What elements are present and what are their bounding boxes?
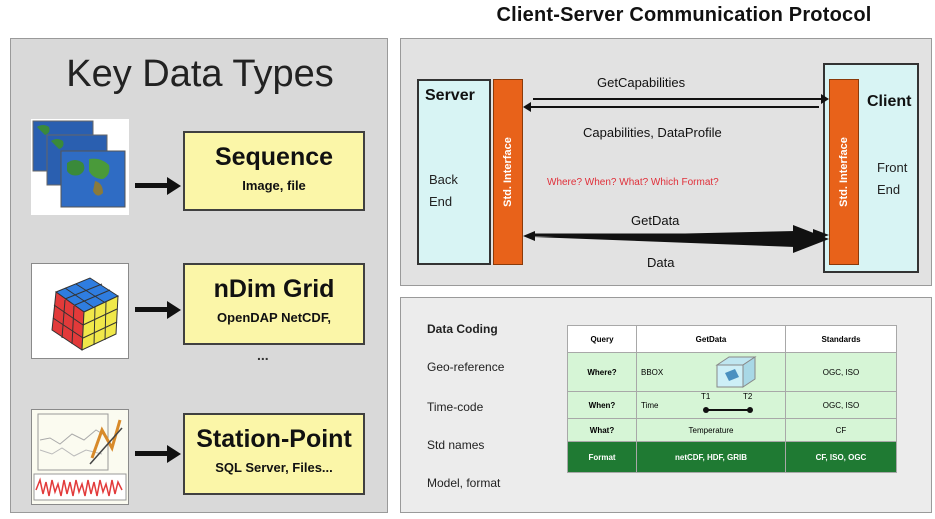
column-header: Query	[567, 325, 637, 353]
data-type-name: Station-Point	[196, 425, 352, 453]
get-data-label: GetData	[631, 213, 680, 228]
table-cell-text: BBOX	[641, 367, 664, 377]
server-box: Server Back End	[417, 79, 491, 265]
arrow-head-icon	[167, 301, 181, 319]
time-mark: T2	[743, 392, 753, 401]
table-cell: OGC, ISO	[785, 352, 897, 392]
table-cell: netCDF, HDF, GRIB	[636, 441, 786, 473]
table-cell: Temperature	[636, 418, 786, 442]
arrow	[135, 451, 169, 456]
table-cell: When?	[567, 391, 637, 419]
interface-label: Std. Interface	[502, 137, 514, 207]
row-label: Model, format	[427, 476, 501, 490]
ellipsis-text: ...	[257, 347, 269, 363]
row-label: Std names	[427, 438, 485, 452]
query-questions: Where? When? What? Which Format?	[547, 177, 719, 188]
row-label: Time-code	[427, 400, 484, 414]
table-cell: CF	[785, 418, 897, 442]
data-type-sub: OpenDAP NetCDF,	[217, 310, 331, 325]
plot-icon	[31, 409, 129, 505]
server-label: Server	[425, 87, 475, 104]
arrow-head-icon	[167, 177, 181, 195]
table-cell: CF, ISO, OGC	[785, 441, 897, 473]
ndim-grid-box: nDim Grid OpenDAP NetCDF,	[183, 263, 365, 345]
server-sub-label: Back End	[429, 172, 458, 209]
data-coding-panel: Data Coding Geo-reference Time-code Std …	[400, 297, 932, 513]
table-cell: OGC, ISO	[785, 391, 897, 419]
table-cell: Where?	[567, 352, 637, 392]
client-interface-front: Std. Interface	[829, 79, 859, 265]
arrow	[135, 307, 169, 312]
client-label: Client	[867, 93, 912, 110]
get-capabilities-label: GetCapabilities	[597, 75, 686, 90]
arrow-head-icon	[167, 445, 181, 463]
client-sub-label: Front End	[877, 160, 908, 197]
interface-label: Std. Interface	[838, 137, 850, 207]
server-interface: Std. Interface	[493, 79, 523, 265]
column-header: GetData	[636, 325, 786, 353]
panel-title: Key Data Types	[66, 53, 334, 95]
data-type-sub: Image, file	[242, 178, 306, 193]
data-type-name: Sequence	[214, 143, 334, 171]
table-row: Format netCDF, HDF, GRIB CF, ISO, OGC	[567, 441, 897, 473]
cube-icon	[31, 263, 129, 359]
data-label: Data	[647, 255, 675, 270]
column-header: Standards	[785, 325, 897, 353]
table-cell: Format	[567, 441, 637, 473]
coding-table: Query GetData Standards Where? BBOX OGC,…	[567, 325, 897, 473]
table-row: What? Temperature CF	[567, 418, 897, 442]
protocol-panel: Server Back End Std. Interface Std. Inte…	[400, 38, 932, 286]
data-type-sub: SQL Server, Files...	[215, 460, 333, 475]
map-stack-icon	[31, 119, 129, 215]
protocol-title: Client-Server Communication Protocol	[496, 4, 872, 26]
table-cell: BBOX	[636, 352, 786, 392]
row-label: Geo-reference	[427, 360, 505, 374]
table-cell: Time T1 T2	[636, 391, 786, 419]
data-type-name: nDim Grid	[213, 275, 335, 303]
capabilities-label: Capabilities, DataProfile	[583, 125, 722, 140]
bbox-cube-icon	[715, 356, 757, 388]
table-header-row: Query GetData Standards	[567, 325, 897, 353]
station-point-box: Station-Point SQL Server, Files...	[183, 413, 365, 495]
table-cell-text: Time	[641, 400, 659, 410]
message-arrows	[523, 94, 829, 253]
row-label: Data Coding	[427, 322, 498, 336]
table-cell: What?	[567, 418, 637, 442]
time-mark: T1	[701, 392, 711, 401]
table-row: When? Time T1 T2 OGC, ISO	[567, 391, 897, 419]
time-range-icon	[703, 407, 753, 413]
table-row: Where? BBOX OGC, ISO	[567, 352, 897, 392]
sequence-box: Sequence Image, file	[183, 131, 365, 211]
arrow	[135, 183, 169, 188]
key-data-types-panel: Key Data Types Sequence Image, file	[10, 38, 388, 513]
